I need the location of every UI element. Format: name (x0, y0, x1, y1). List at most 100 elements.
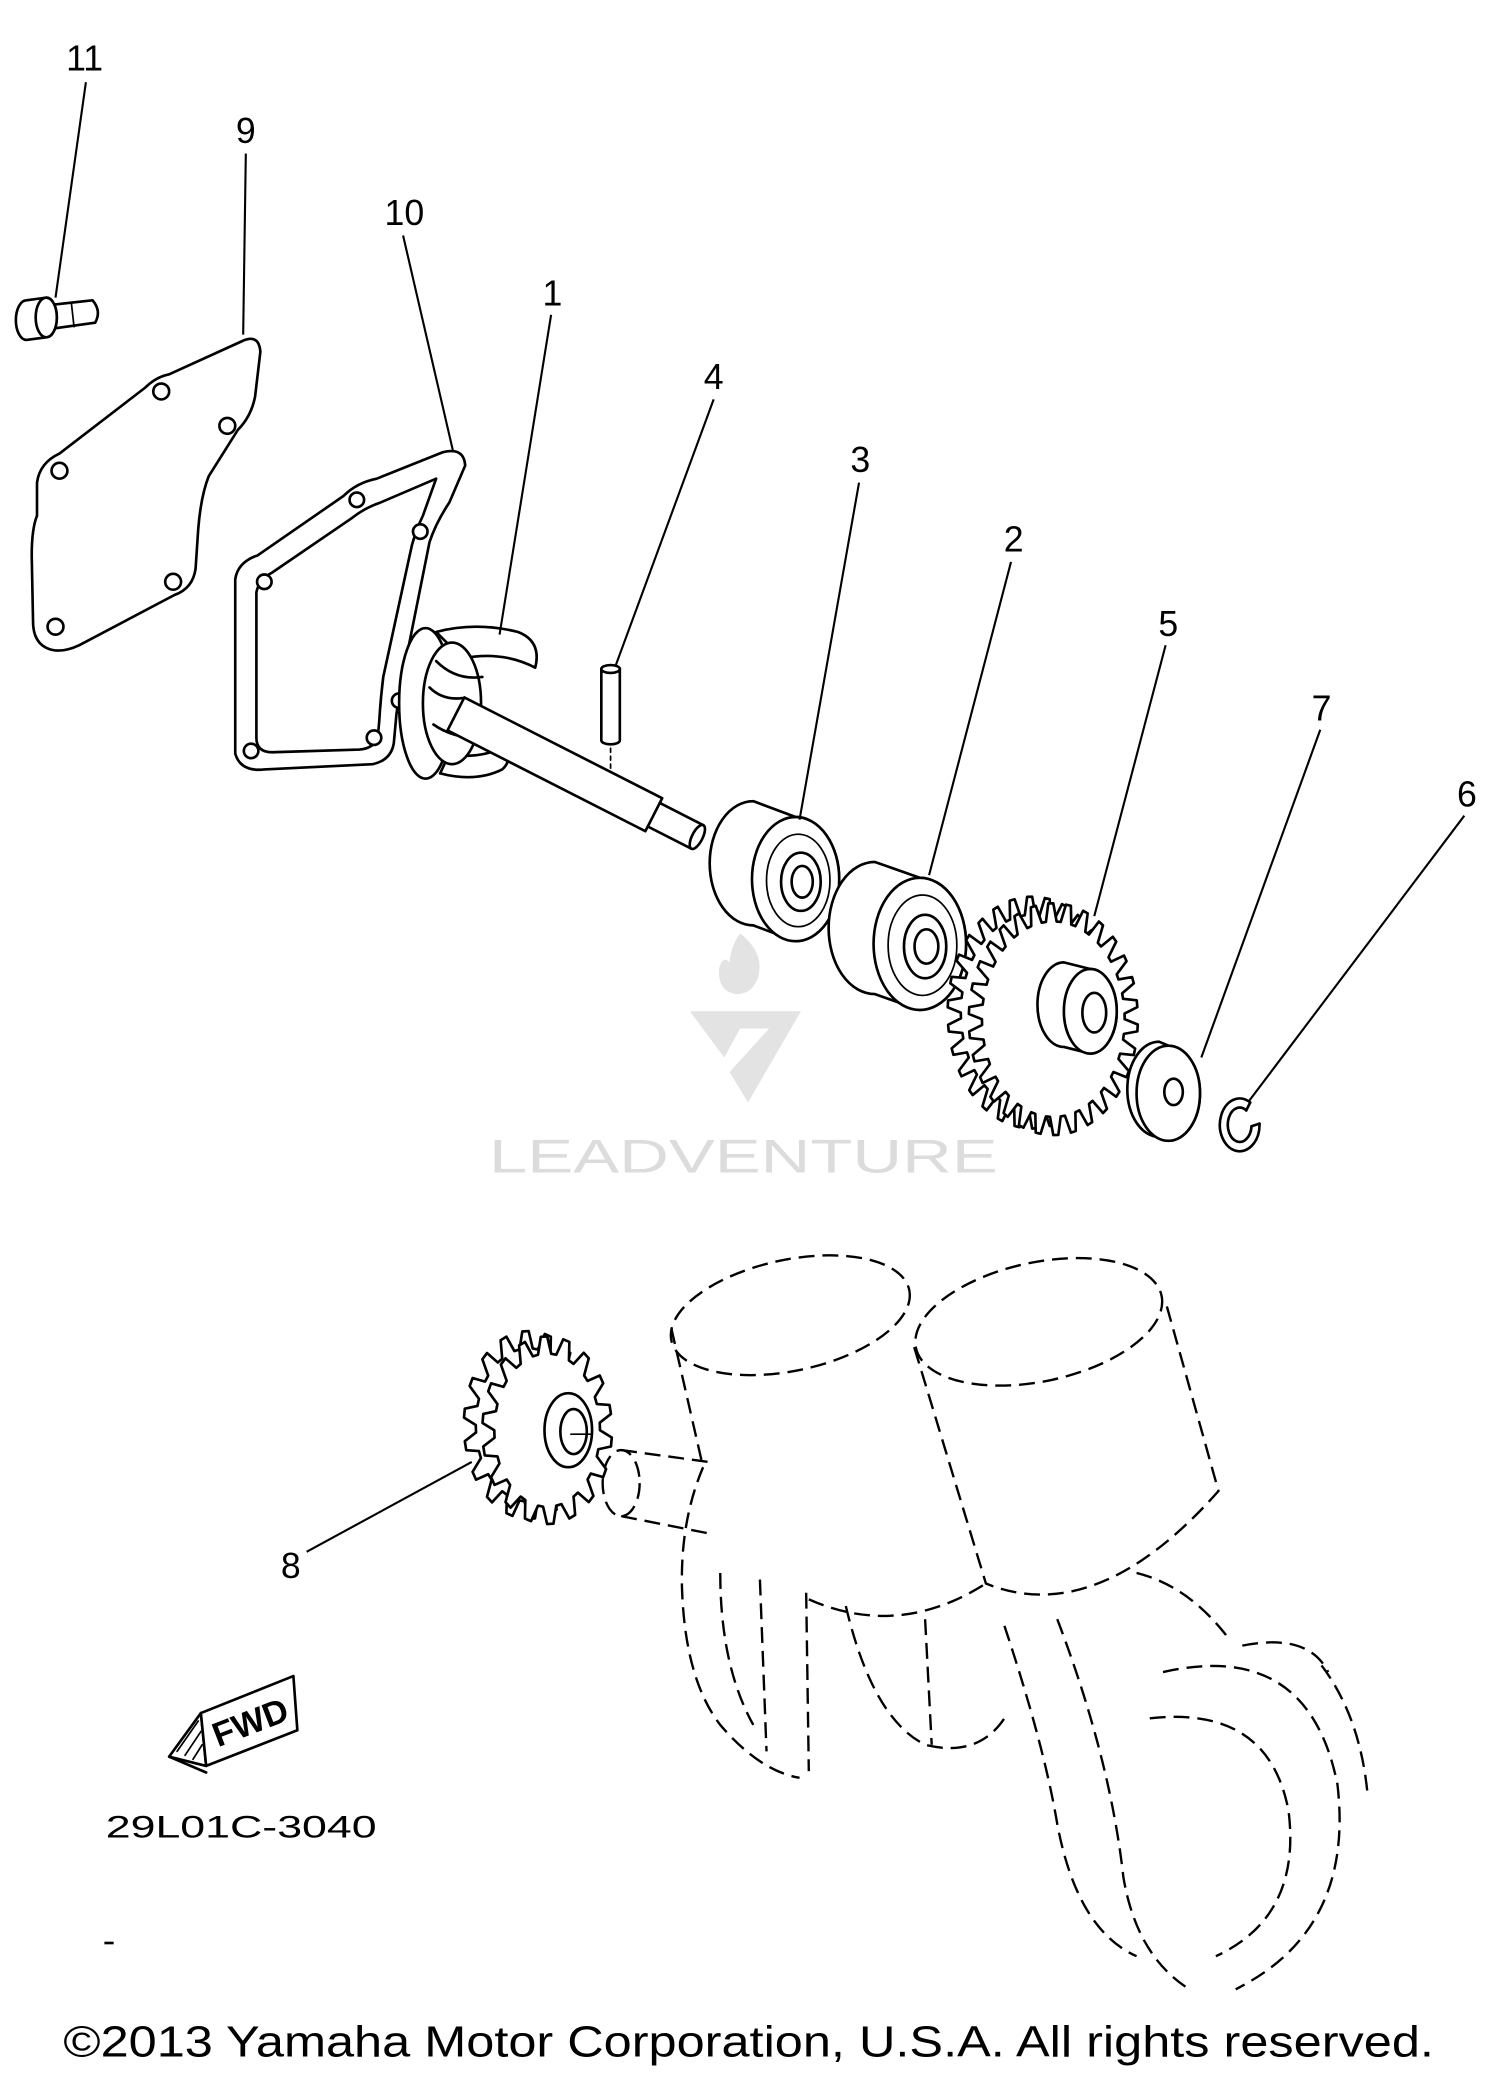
crankcase-line (680, 1466, 800, 1779)
crank-web-line (1320, 1664, 1370, 1798)
washer-part (1126, 1040, 1202, 1143)
copyright-notice: ©2013 Yamaha Motor Corporation, U.S.A. A… (63, 2019, 1433, 2067)
bearing-3-part (708, 799, 841, 943)
callout-4: 4 (704, 357, 724, 397)
callout-11: 11 (66, 38, 103, 78)
crankcase-line (808, 1582, 987, 1618)
callout-1: 1 (543, 274, 563, 314)
crank-web-line (1162, 1664, 1341, 1991)
leader-line-8 (306, 1461, 473, 1553)
bearing-bore (790, 864, 815, 899)
crank-web-line (1149, 1715, 1292, 1958)
bearing-2-part (827, 860, 968, 1012)
driven-gear-part (946, 895, 1140, 1137)
crank-web-line (1056, 1618, 1191, 1991)
crankshaft-stub (620, 1448, 709, 1535)
gasket-bolt-hole (365, 729, 383, 747)
watermark-flame-icon (718, 933, 760, 995)
crankcase-line (923, 1619, 933, 1745)
pump-cover-part (30, 337, 262, 652)
leader-line-9 (242, 153, 247, 335)
bolt-shaft (43, 298, 100, 331)
shaft-step (646, 801, 662, 828)
fwd-marker: FWD (167, 1674, 299, 1774)
cover-bolt-hole (46, 617, 65, 636)
shaft (446, 696, 707, 851)
cover-bolt-hole (151, 382, 171, 401)
leader-line-3 (798, 482, 861, 820)
pump-cover-outline (30, 337, 262, 652)
gasket-inner-outline (255, 477, 438, 754)
cover-bolt-hole (163, 572, 183, 592)
cover-bolt-hole (50, 461, 69, 481)
impeller-vane (434, 625, 538, 669)
leader-line-10 (402, 235, 455, 453)
fwd-marker-face (199, 1674, 299, 1768)
callout-9: 9 (236, 111, 256, 151)
cylinder-b-top (914, 1256, 1164, 1387)
callouts: 11 9 10 1 4 3 2 5 7 6 8 (66, 38, 1477, 1586)
diagram-code: 29L01C-3040 (106, 1808, 377, 1844)
crankcase-line (719, 1572, 755, 1726)
fwd-hatch-line (184, 1730, 202, 1757)
leader-line-2 (928, 561, 1013, 876)
bolt-thread-mark (70, 302, 75, 328)
fwd-hatch-line (176, 1720, 200, 1753)
shaft-end (688, 823, 707, 851)
leader-line-11 (54, 82, 87, 298)
impeller-vane-line (428, 686, 464, 700)
fwd-hatch-line (192, 1743, 204, 1761)
leader-line-1 (498, 314, 553, 635)
cover-bolt-hole (218, 416, 237, 436)
gasket-bolt-hole (411, 522, 429, 541)
pin-body (600, 667, 622, 746)
callout-7: 7 (1312, 689, 1332, 729)
callout-6: 6 (1457, 774, 1477, 814)
crank-web-line (1003, 1625, 1138, 1958)
gear-bore (559, 1407, 589, 1456)
callout-5: 5 (1158, 604, 1178, 644)
gasket-part (233, 449, 467, 772)
pin-top (600, 663, 622, 675)
dowel-pin-part (600, 663, 622, 773)
leader-line-5 (1093, 644, 1167, 917)
leader-line-7 (1200, 729, 1322, 1058)
circlip-outer (1218, 1097, 1261, 1153)
leader-line-6 (1248, 815, 1466, 1102)
cylinder-a-side (670, 1328, 705, 1468)
callout-8: 8 (281, 1546, 301, 1586)
leader-line-4 (614, 399, 715, 666)
crank-web-line (1136, 1571, 1231, 1640)
gasket-bolt-hole (348, 491, 366, 509)
watermark-logo-icon (689, 1011, 801, 1103)
washer-hole (1162, 1077, 1185, 1107)
callout-3: 3 (850, 440, 870, 480)
bearing-bore (913, 928, 940, 966)
circlip-inner (1226, 1106, 1253, 1144)
crank-web-line (1242, 1641, 1330, 1673)
circlip-end (1244, 1101, 1252, 1112)
engine-reference (601, 1254, 1370, 1991)
callout-10: 10 (385, 193, 425, 233)
cylinder-a-top (669, 1254, 911, 1377)
bolt-head-face (34, 296, 59, 339)
circlip-part (1218, 1097, 1261, 1153)
watermark-text: LEADVENTURE (489, 1131, 998, 1184)
bolt-part (14, 296, 100, 342)
leader-lines (54, 82, 1466, 1553)
gear-bore (1081, 991, 1108, 1034)
crankcase-line (804, 1592, 810, 1772)
gasket-bolt-hole (255, 573, 273, 591)
crankcase-line (758, 1579, 768, 1752)
drive-gear-part (462, 1329, 614, 1526)
impeller-shaft-part (397, 625, 707, 851)
watermark: LEADVENTURE (489, 933, 998, 1184)
circlip-end (1250, 1122, 1261, 1128)
callout-2: 2 (1004, 519, 1024, 559)
crankcase-line (844, 1605, 1006, 1750)
crankshaft-end (601, 1448, 641, 1518)
fwd-marker-base (167, 1755, 208, 1774)
impeller-vane-line (434, 659, 484, 679)
gasket-bolt-hole (242, 742, 260, 760)
